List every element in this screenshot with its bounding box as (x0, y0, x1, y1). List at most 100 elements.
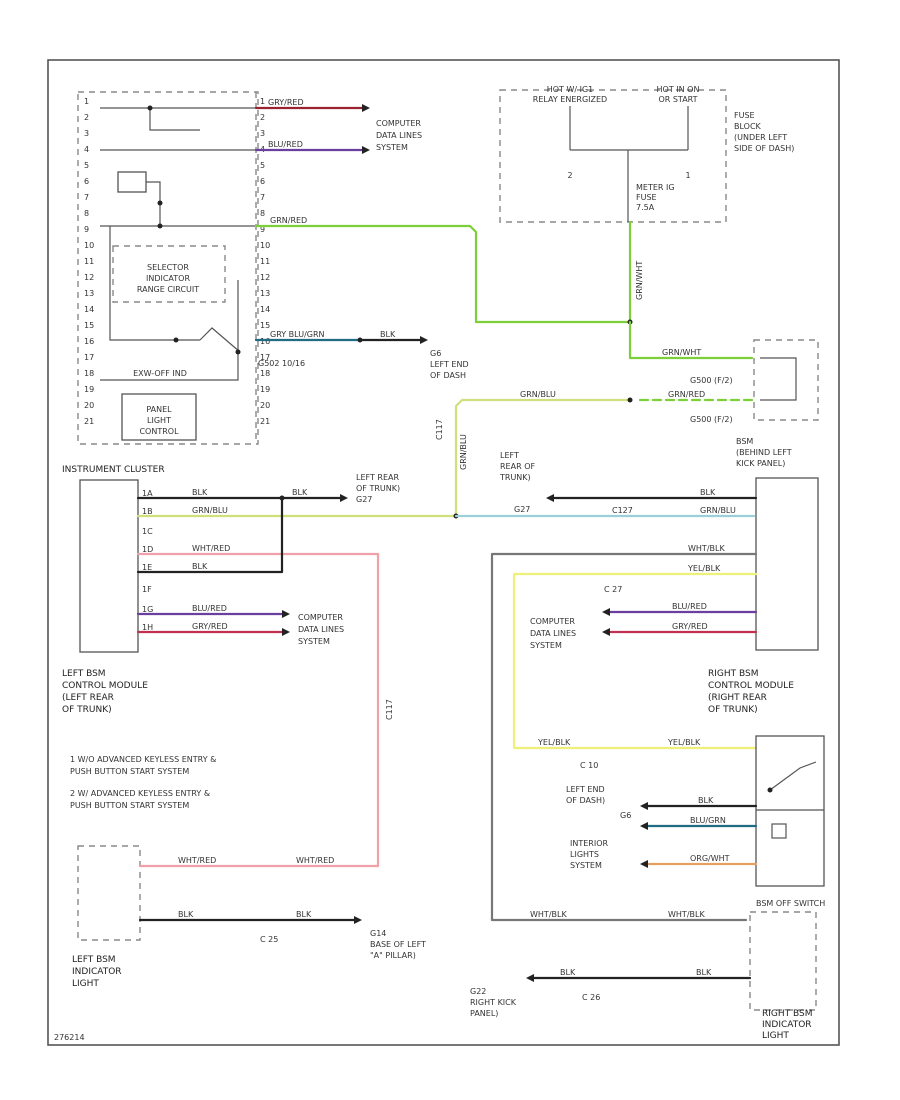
cluster-pin-right: 18 (260, 369, 270, 378)
cluster-internal-component (117, 171, 147, 193)
fuse-label-3: 7.5A (636, 203, 655, 212)
left-rear-trunk-b-4: G27 (514, 505, 530, 514)
cluster-pin-right: 15 (260, 321, 270, 330)
yel-blk-label-b: YEL/BLK (667, 738, 701, 747)
left-module-title-2: CONTROL MODULE (62, 681, 148, 691)
cluster-splice-dot (157, 200, 163, 206)
note-1a: 1 W/O ADVANCED KEYLESS ENTRY & (70, 755, 216, 764)
wire-blu-red-top-label: BLU/RED (268, 140, 303, 149)
wire-blk-short-label: BLK (292, 488, 308, 497)
g-connector-label: G502 10/16 (258, 359, 305, 368)
cluster-pin-right: 6 (260, 177, 265, 186)
right-module-title-1: RIGHT BSM (708, 669, 759, 679)
fuse-label-1: METER IG (636, 183, 675, 192)
cluster-pin-left: 18 (84, 369, 94, 378)
right-c27-label: C 27 (604, 585, 622, 594)
bottom-right-w2b: BLK (696, 968, 712, 977)
left-rear-trunk-a-2: OF TRUNK) (356, 484, 400, 493)
wire-arrow (602, 628, 610, 636)
c117-vertical-label: C117 (435, 419, 444, 440)
cluster-pin-right: 10 (260, 241, 270, 250)
wire-grn-red-main-label: GRN/RED (270, 216, 307, 225)
fuse-block-dashed-box (499, 89, 727, 223)
cluster-pin-right: 14 (260, 305, 270, 314)
wire-wht-blk-right (490, 552, 758, 922)
yel-blk-label-a: YEL/BLK (537, 738, 571, 747)
cluster-pin-left: 11 (84, 257, 94, 266)
indicator-conn: C 25 (260, 935, 278, 944)
ground-arrow (640, 802, 648, 810)
wire-grn-blu-mid-label: GRN/BLU (520, 390, 556, 399)
cluster-pin-right: 11 (260, 257, 270, 266)
cluster-pin-left: 20 (84, 401, 94, 410)
wire-gry-red-top-label: GRY/RED (268, 98, 304, 107)
cluster-pin-left: 4 (84, 145, 89, 154)
left-rear-trunk-b-3: TRUNK) (499, 473, 531, 482)
cluster-pin-left: 6 (84, 177, 89, 186)
wire-arrow (282, 628, 290, 636)
cluster-pin-left: 8 (84, 209, 89, 218)
cluster-splice-dot (173, 337, 179, 343)
bottom-right-w1b: WHT/BLK (668, 910, 705, 919)
right-computer-data-2: DATA LINES (530, 629, 576, 638)
right-c127-label: C127 (612, 506, 633, 515)
computer-data-lines-top-3: SYSTEM (376, 143, 408, 152)
note-2a: 2 W/ ADVANCED KEYLESS ENTRY & (70, 789, 210, 798)
fuse-hot-right-1: HOT IN ON (657, 85, 700, 94)
left-rear-trunk-b-1: LEFT (500, 451, 519, 460)
wire-wht-red-left (136, 552, 380, 868)
wire-splice-dot (357, 337, 363, 343)
wire-arrow (640, 822, 648, 830)
cluster-pin-right: 5 (260, 161, 265, 170)
cluster-pin-right: 19 (260, 385, 270, 394)
computer-data-lines-left-3: SYSTEM (298, 637, 330, 646)
fuse-location-3: (UNDER LEFT (734, 133, 787, 142)
fuse-label-2: FUSE (636, 193, 657, 202)
cluster-internal-line (146, 181, 161, 226)
cluster-pin-left: 9 (84, 225, 89, 234)
switch-pivot (767, 787, 773, 793)
indicator-ground-3: "A" PILLAR) (370, 951, 416, 960)
wire-blk2-left (136, 496, 284, 574)
left-module-pin: 1F (142, 585, 152, 594)
cluster-pin-left: 13 (84, 289, 94, 298)
bsm-switch-box (755, 735, 825, 887)
ground-arrow (526, 974, 534, 982)
cluster-pin-right: 9 (260, 225, 265, 234)
cluster-pin-right: 7 (260, 193, 265, 202)
right-computer-data-1: COMPUTER (530, 617, 575, 626)
cluster-pin-right: 17 (260, 353, 270, 362)
right-conn-label-1: G500 (F/2) (690, 376, 733, 385)
bottom-right-conn: C 26 (582, 993, 600, 1002)
cluster-internal-line (149, 108, 200, 131)
wire-gry-blu-grn-label: GRY BLU/GRN (270, 330, 325, 339)
cluster-pin-left: 19 (84, 385, 94, 394)
switch-left-end-1: LEFT END (566, 785, 605, 794)
wire-grn-red-conn-label: GRN/RED (668, 390, 705, 399)
cluster-pin-right: 1 (260, 97, 265, 106)
selector-label-3: RANGE CIRCUIT (137, 285, 199, 294)
instrument-cluster-dashed-box (77, 91, 259, 445)
left-module-pin: 1A (142, 489, 153, 498)
left-module-pin: 1B (142, 507, 153, 516)
ground-arrow (546, 494, 554, 502)
panel-light-label-3: CONTROL (139, 427, 179, 436)
cluster-pin-left: 10 (84, 241, 94, 250)
cluster-pin-left: 7 (84, 193, 89, 202)
ground-arrow (340, 494, 348, 502)
panel-light-control-box (121, 393, 197, 441)
indicator-wire-2: BLK (178, 910, 194, 919)
bottom-right-w1: WHT/BLK (530, 910, 567, 919)
cluster-splice-dot (147, 105, 153, 111)
fuse-pin-1: 1 (685, 171, 690, 180)
diagram-frame (47, 59, 840, 1046)
cluster-pin-right: 21 (260, 417, 270, 426)
cluster-pin-left: 3 (84, 129, 89, 138)
cluster-splice-dot (157, 223, 163, 229)
wire-grn-wht-to-connector (628, 320, 754, 360)
left-module-pin: 1G (142, 605, 153, 614)
left-rear-trunk-b-2: REAR OF (500, 462, 535, 471)
cluster-pin-left: 5 (84, 161, 89, 170)
right-indicator-title-1: RIGHT BSM (762, 1009, 813, 1019)
